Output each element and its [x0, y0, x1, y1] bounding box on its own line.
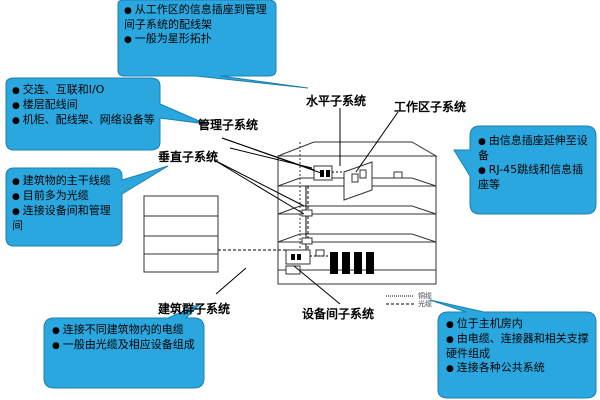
equipment-room [285, 249, 374, 275]
bubble-item: 连接各种公共系统 [446, 361, 592, 376]
bubble-item: 目前多为光缆 [12, 189, 120, 204]
legend-fiber: 光缆 [418, 300, 432, 308]
bubble-item: RJ-45跳线和信息插座等 [478, 163, 590, 192]
label-work-area: 工作区子系统 [394, 100, 467, 114]
bubble-item: 一般为星形拓扑 [124, 32, 272, 47]
legend-cable: 铜缆 [418, 292, 432, 300]
bubble-item: 建筑物的主干线缆 [12, 174, 120, 189]
bubble-item: 一般由光缆及相应设备组成 [52, 338, 200, 353]
bubble-item: 由电缆、连接器和相关支撑硬件组成 [446, 332, 592, 361]
work-area [343, 161, 403, 201]
label-management: 管理子系统 [198, 118, 259, 132]
label-horizontal: 水平子系统 [306, 94, 367, 108]
pointer-lines [213, 108, 399, 305]
bubble-item: 楼层配线间 [12, 98, 156, 113]
bubble-item: 连接设备间和管理间 [12, 204, 120, 233]
left-building [143, 195, 219, 273]
bubble-left-middle-text: 建筑物的主干线缆 目前多为光缆 连接设备间和管理间 [12, 174, 120, 233]
bubble-bottom-right-text: 位于主机房内 由电缆、连接器和相关支撑硬件组成 连接各种公共系统 [446, 317, 592, 376]
bubble-top-text: 从工作区的信息插座到管理间子系统的配线架 一般为星形拓扑 [124, 3, 272, 47]
label-vertical: 垂直子系统 [158, 150, 219, 164]
bubble-bottom-left-text: 连接不同建筑物内的电缆 一般由光缆及相应设备组成 [52, 323, 200, 353]
label-equipment: 设备间子系统 [302, 307, 375, 321]
legend-lines [386, 295, 414, 305]
bubble-item: 交连、互联和I/O [12, 83, 156, 98]
bubble-item: 机柜、配线架、网络设备等 [12, 113, 156, 128]
bubble-item: 从工作区的信息插座到管理间子系统的配线架 [124, 3, 272, 32]
bubble-item: 连接不同建筑物内的电缆 [52, 323, 200, 338]
label-campus: 建筑群子系统 [158, 302, 231, 316]
bubble-item: 由信息插座延伸至设备 [478, 134, 590, 163]
bubble-item: 位于主机房内 [446, 317, 592, 332]
vertical-riser [301, 186, 313, 262]
bubble-left-upper-text: 交连、互联和I/O 楼层配线间 机柜、配线架、网络设备等 [12, 83, 156, 128]
bubble-right-text: 由信息插座延伸至设备 RJ-45跳线和信息插座等 [478, 134, 590, 192]
